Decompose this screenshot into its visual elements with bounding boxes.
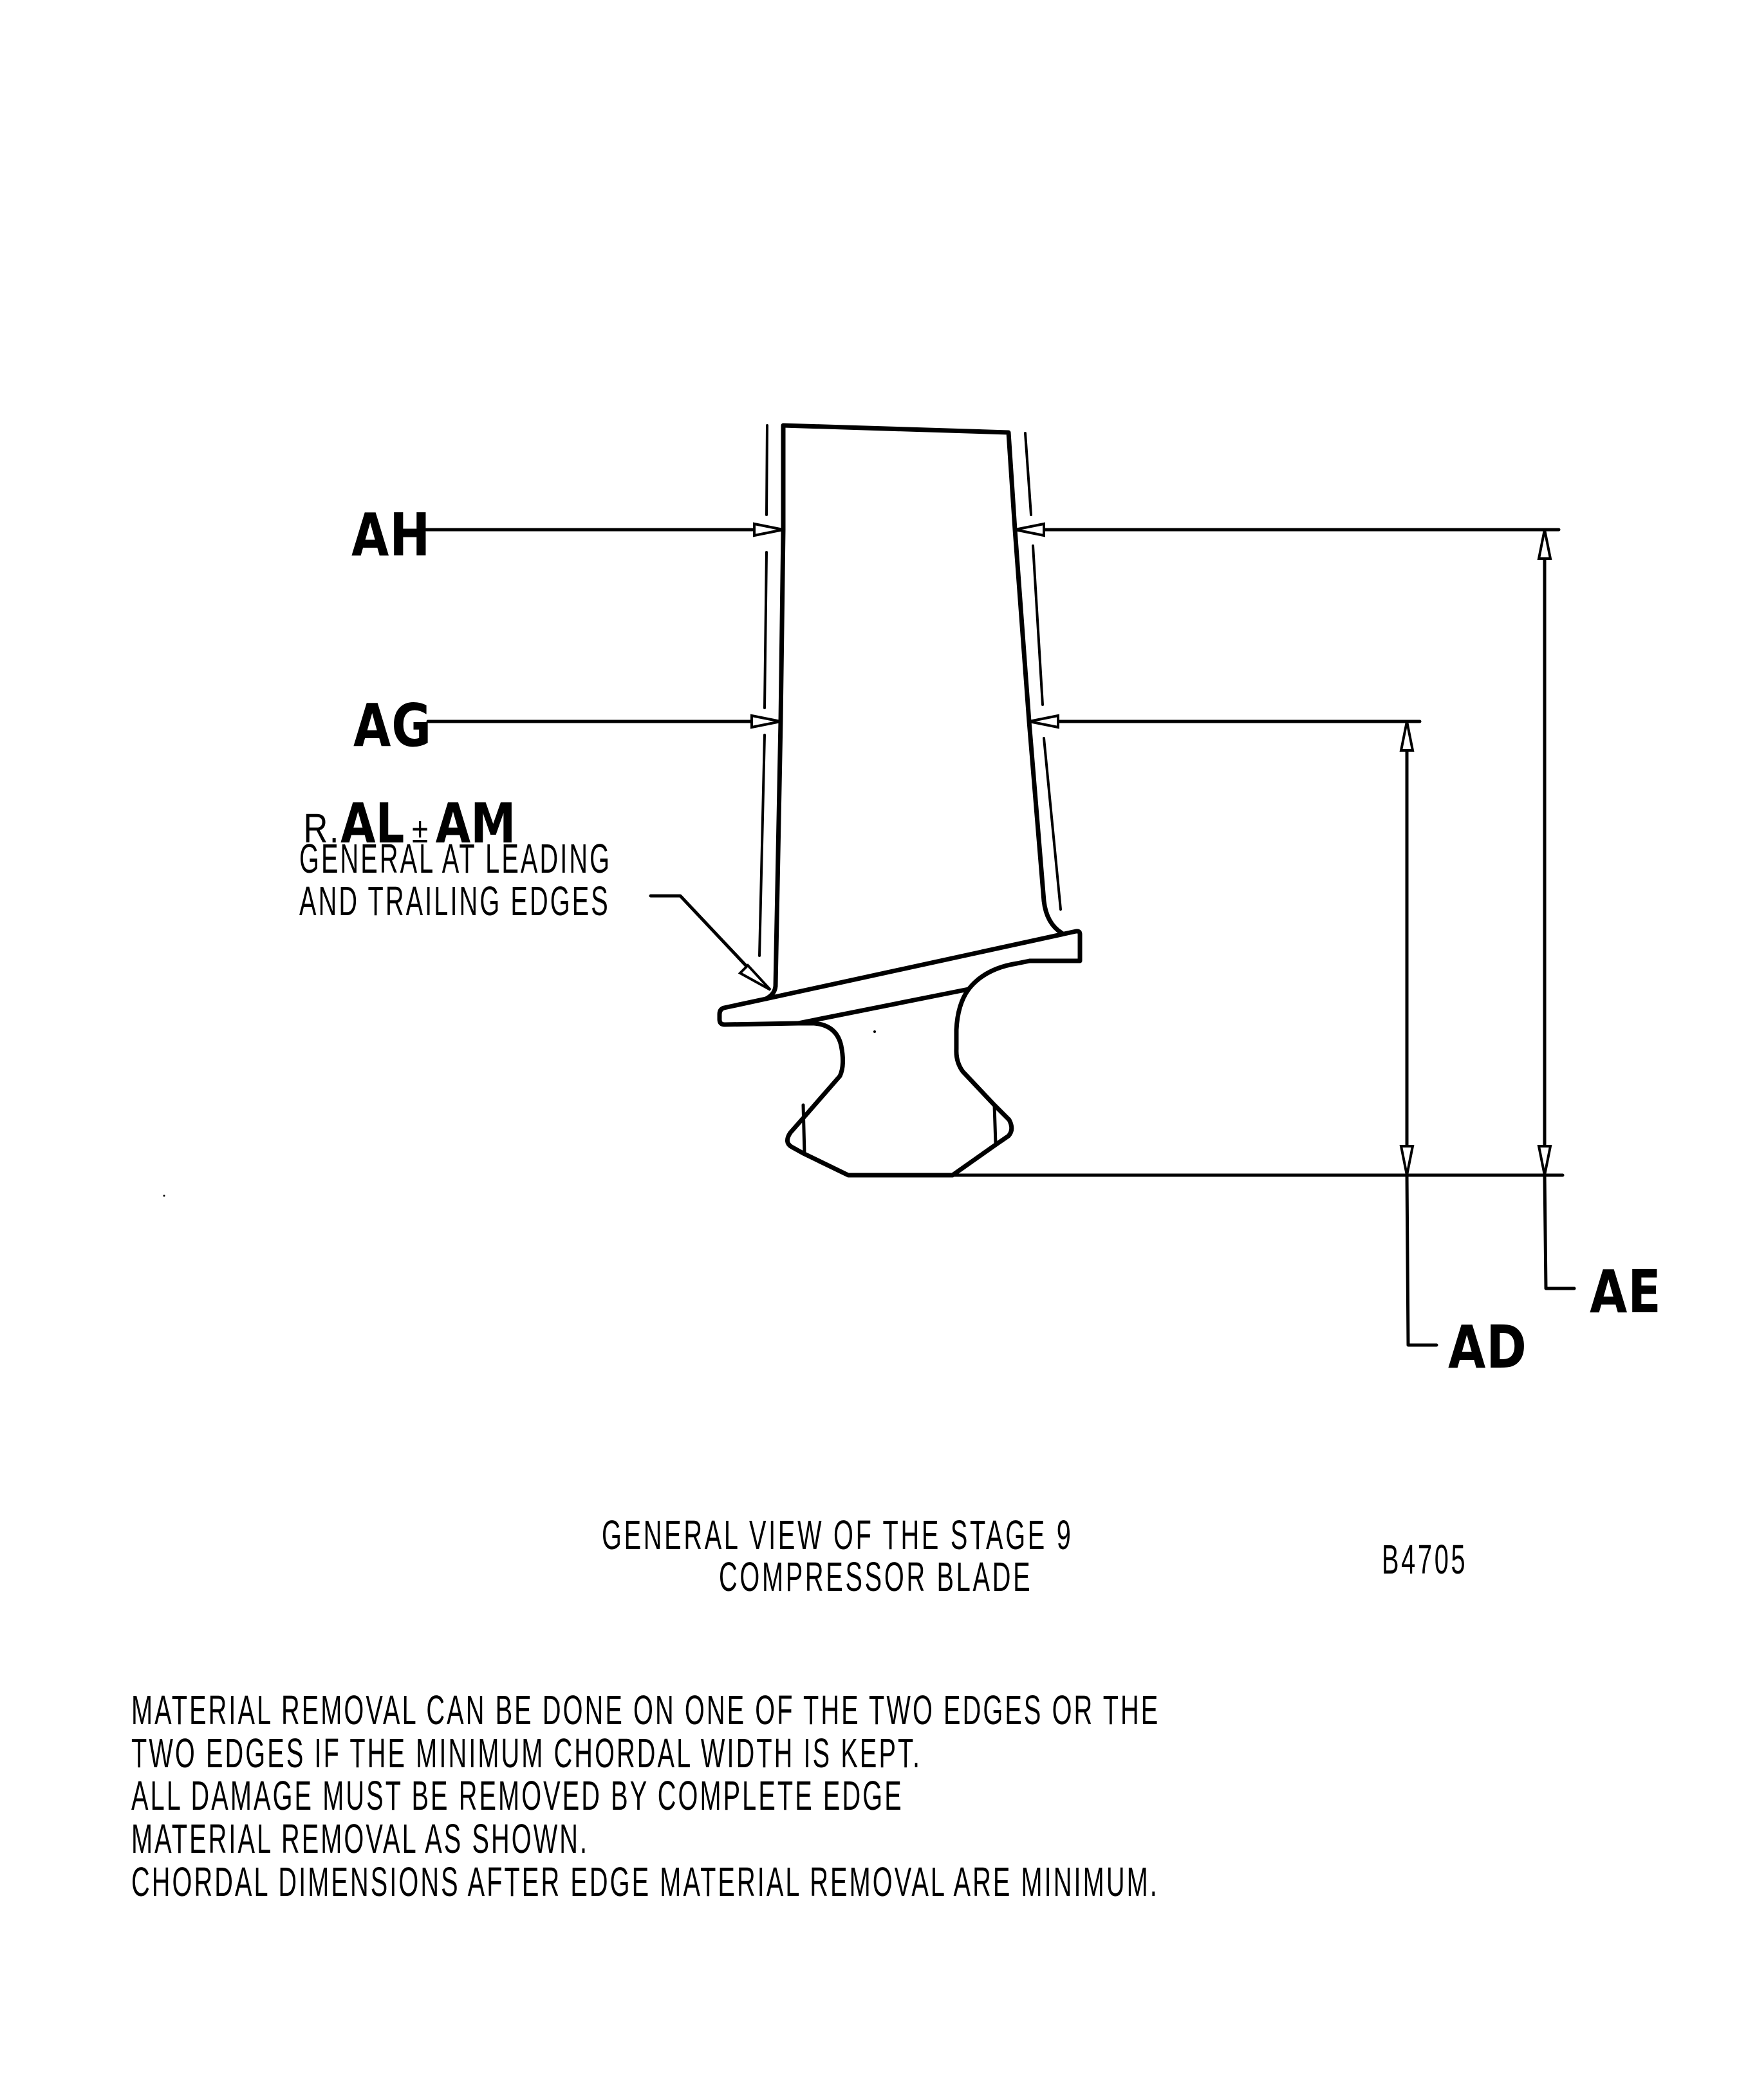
radius-callout-line1: GENERAL AT LEADING (299, 835, 612, 882)
blade-root (785, 958, 1032, 1178)
ah-leader (424, 522, 784, 537)
ag-leader (426, 714, 781, 729)
figure-id: B4705 (1382, 1536, 1468, 1583)
stray-mark (873, 1030, 876, 1033)
note-line: MATERIAL REMOVAL CAN BE DONE ON ONE OF T… (131, 1687, 1160, 1733)
dimension-label-ae: AE (1590, 1258, 1662, 1326)
ah-extension-right (1014, 522, 1561, 537)
blade-platform (717, 929, 1083, 1027)
ae-dimension-line (1537, 529, 1576, 1290)
edge-removal-lines (758, 424, 1062, 957)
ag-extension-right (1028, 714, 1422, 729)
radius-callout: R.AL±AM (299, 780, 516, 856)
figure-caption-line2: COMPRESSOR BLADE (719, 1554, 1033, 1600)
radius-prefix: R. (303, 805, 340, 851)
figure-caption-line1: GENERAL VIEW OF THE STAGE 9 (602, 1512, 1074, 1558)
dimension-label-ad: AD (1448, 1313, 1527, 1382)
stray-mark (163, 1194, 165, 1197)
blade-airfoil (763, 423, 1064, 1001)
dimension-label-ah: AH (351, 501, 431, 570)
plus-minus-symbol: ± (411, 810, 429, 850)
radius-value: AL (340, 792, 405, 856)
radius-callout-leader (649, 894, 772, 991)
dimension-label-ag: AG (353, 691, 432, 760)
ad-dimension-line (1399, 721, 1438, 1347)
note-line: TWO EDGES IF THE MINIMUM CHORDAL WIDTH I… (131, 1730, 922, 1776)
note-line: MATERIAL REMOVAL AS SHOWN. (131, 1816, 590, 1862)
radius-callout-line2: AND TRAILING EDGES (299, 878, 610, 924)
note-line: CHORDAL DIMENSIONS AFTER EDGE MATERIAL R… (131, 1859, 1159, 1905)
radius-tolerance: AM (435, 792, 516, 856)
note-line: ALL DAMAGE MUST BE REMOVED BY COMPLETE E… (131, 1772, 904, 1819)
